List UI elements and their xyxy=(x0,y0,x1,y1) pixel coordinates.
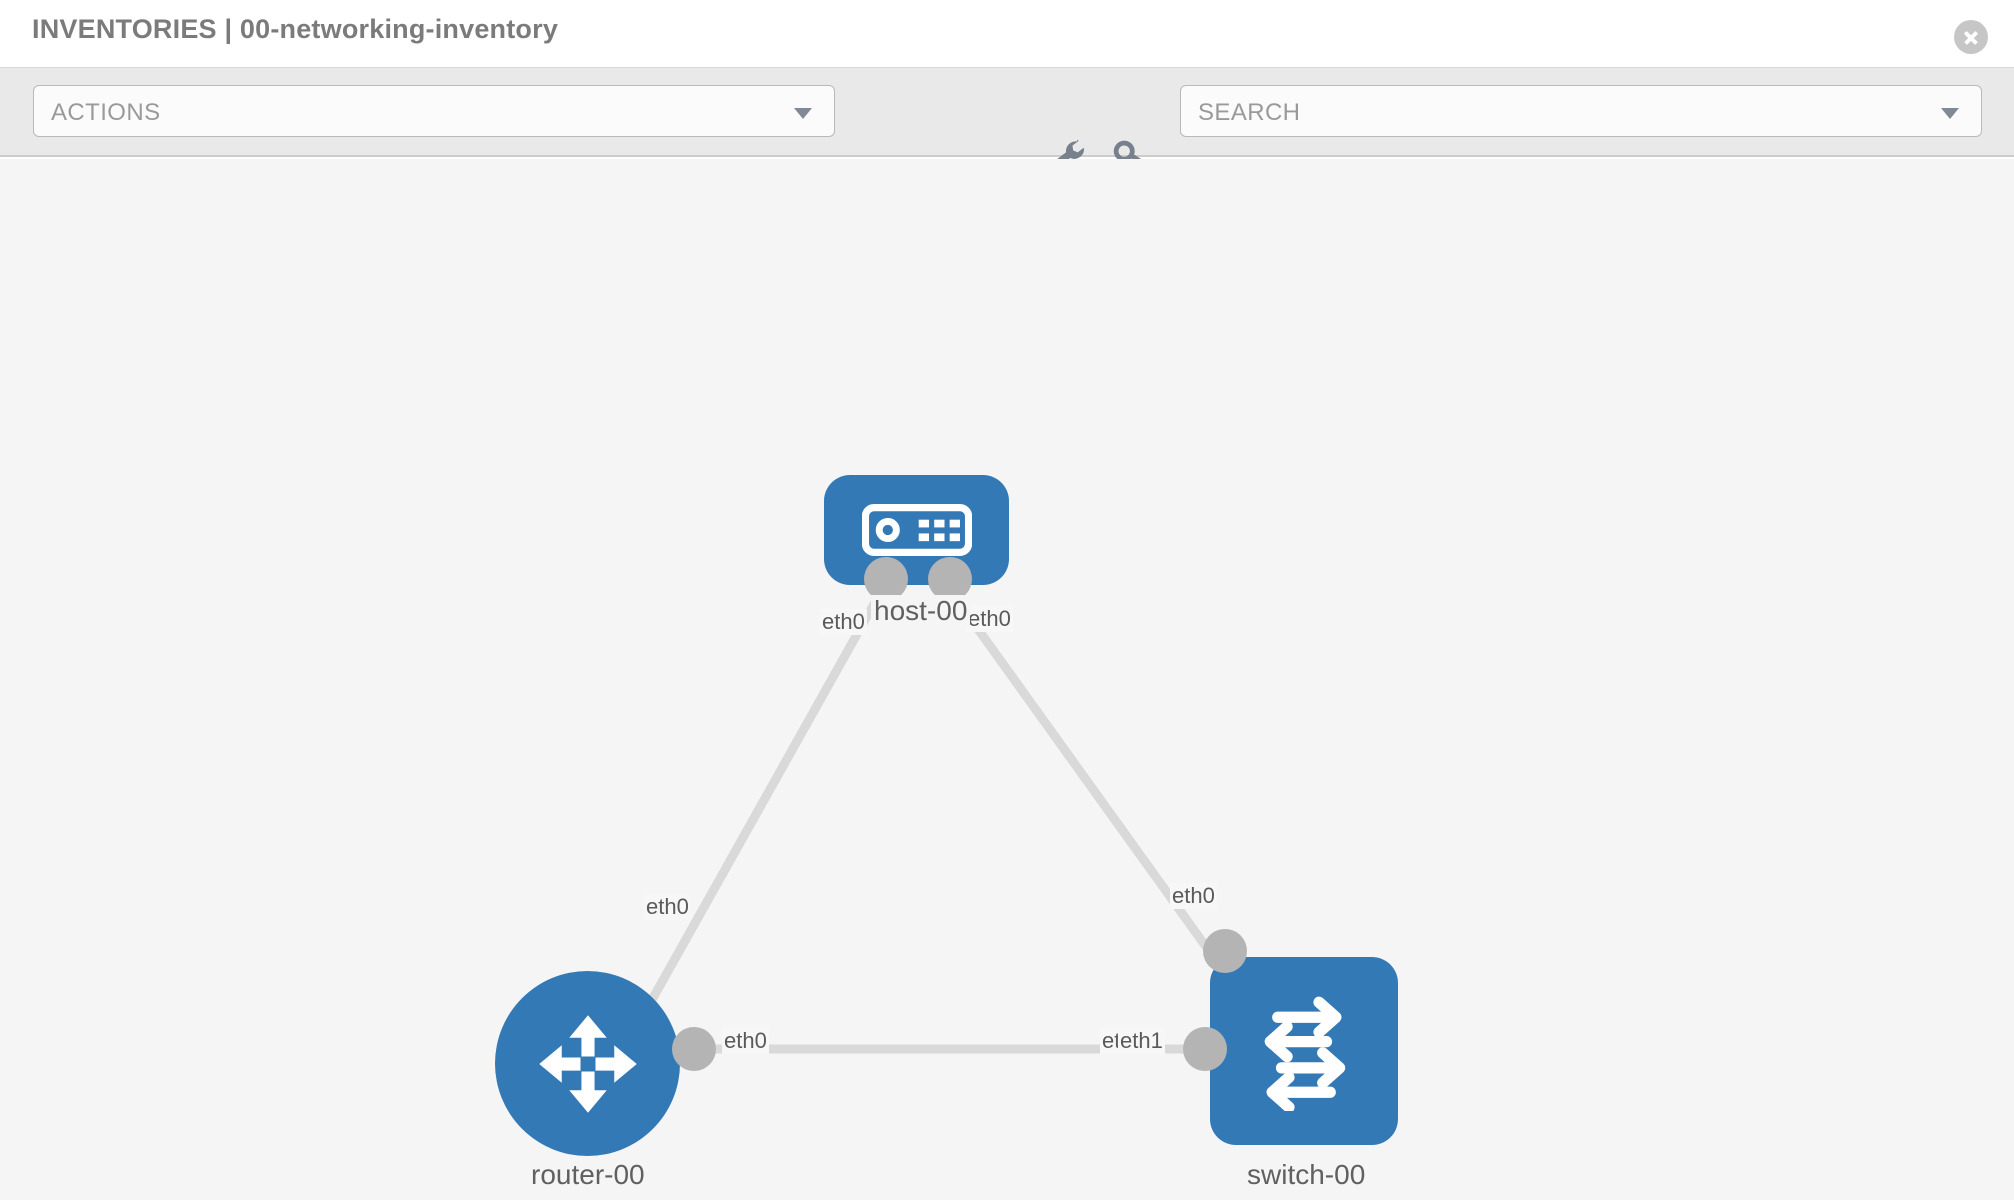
connector-router-right[interactable] xyxy=(672,1027,716,1071)
edge-label-router-right: eth0 xyxy=(722,1028,769,1054)
switch-00-shape[interactable] xyxy=(1210,957,1398,1145)
search-input[interactable]: SEARCH xyxy=(1180,85,1982,137)
chevron-down-icon xyxy=(1941,108,1959,119)
topology-links xyxy=(626,576,1226,1054)
search-placeholder-label: SEARCH xyxy=(1198,99,1301,126)
close-icon[interactable] xyxy=(1954,20,1988,54)
switch-arrows-icon xyxy=(1264,996,1346,1111)
link-host-switch xyxy=(938,576,1226,972)
edge-label-host-left: eth0 xyxy=(820,609,867,635)
page-header: INVENTORIES | 00-networking-inventory xyxy=(0,0,2014,68)
edge-label-switch-up: eth0 xyxy=(1170,883,1217,909)
edge-label-host-right: eth0 xyxy=(966,606,1013,632)
connector-switch-top-left[interactable] xyxy=(1203,929,1247,973)
router-00-shape[interactable] xyxy=(495,971,680,1156)
toolbar: ACTIONS SEARCH xyxy=(0,68,2014,173)
topology-canvas[interactable]: host-00 router-00 xyxy=(0,159,2014,1200)
router-00-label: router-00 xyxy=(528,1159,648,1191)
router-arrows-icon xyxy=(538,1014,637,1113)
link-host-router xyxy=(626,576,892,1042)
connector-switch-left[interactable] xyxy=(1183,1027,1227,1071)
actions-dropdown-label: ACTIONS xyxy=(51,99,161,126)
server-icon xyxy=(861,504,972,556)
edge-label-switch-left-b: eth1 xyxy=(1118,1028,1165,1054)
host-00-shape[interactable] xyxy=(824,475,1009,585)
page-title: INVENTORIES | 00-networking-inventory xyxy=(32,14,559,44)
chevron-down-icon xyxy=(794,108,812,119)
edge-label-router-up: eth0 xyxy=(644,894,691,920)
connector-host-left[interactable] xyxy=(864,557,908,601)
actions-dropdown[interactable]: ACTIONS xyxy=(33,85,835,137)
host-00-label: host-00 xyxy=(871,595,971,627)
connector-host-right[interactable] xyxy=(928,557,972,601)
switch-00-label: switch-00 xyxy=(1244,1159,1369,1191)
